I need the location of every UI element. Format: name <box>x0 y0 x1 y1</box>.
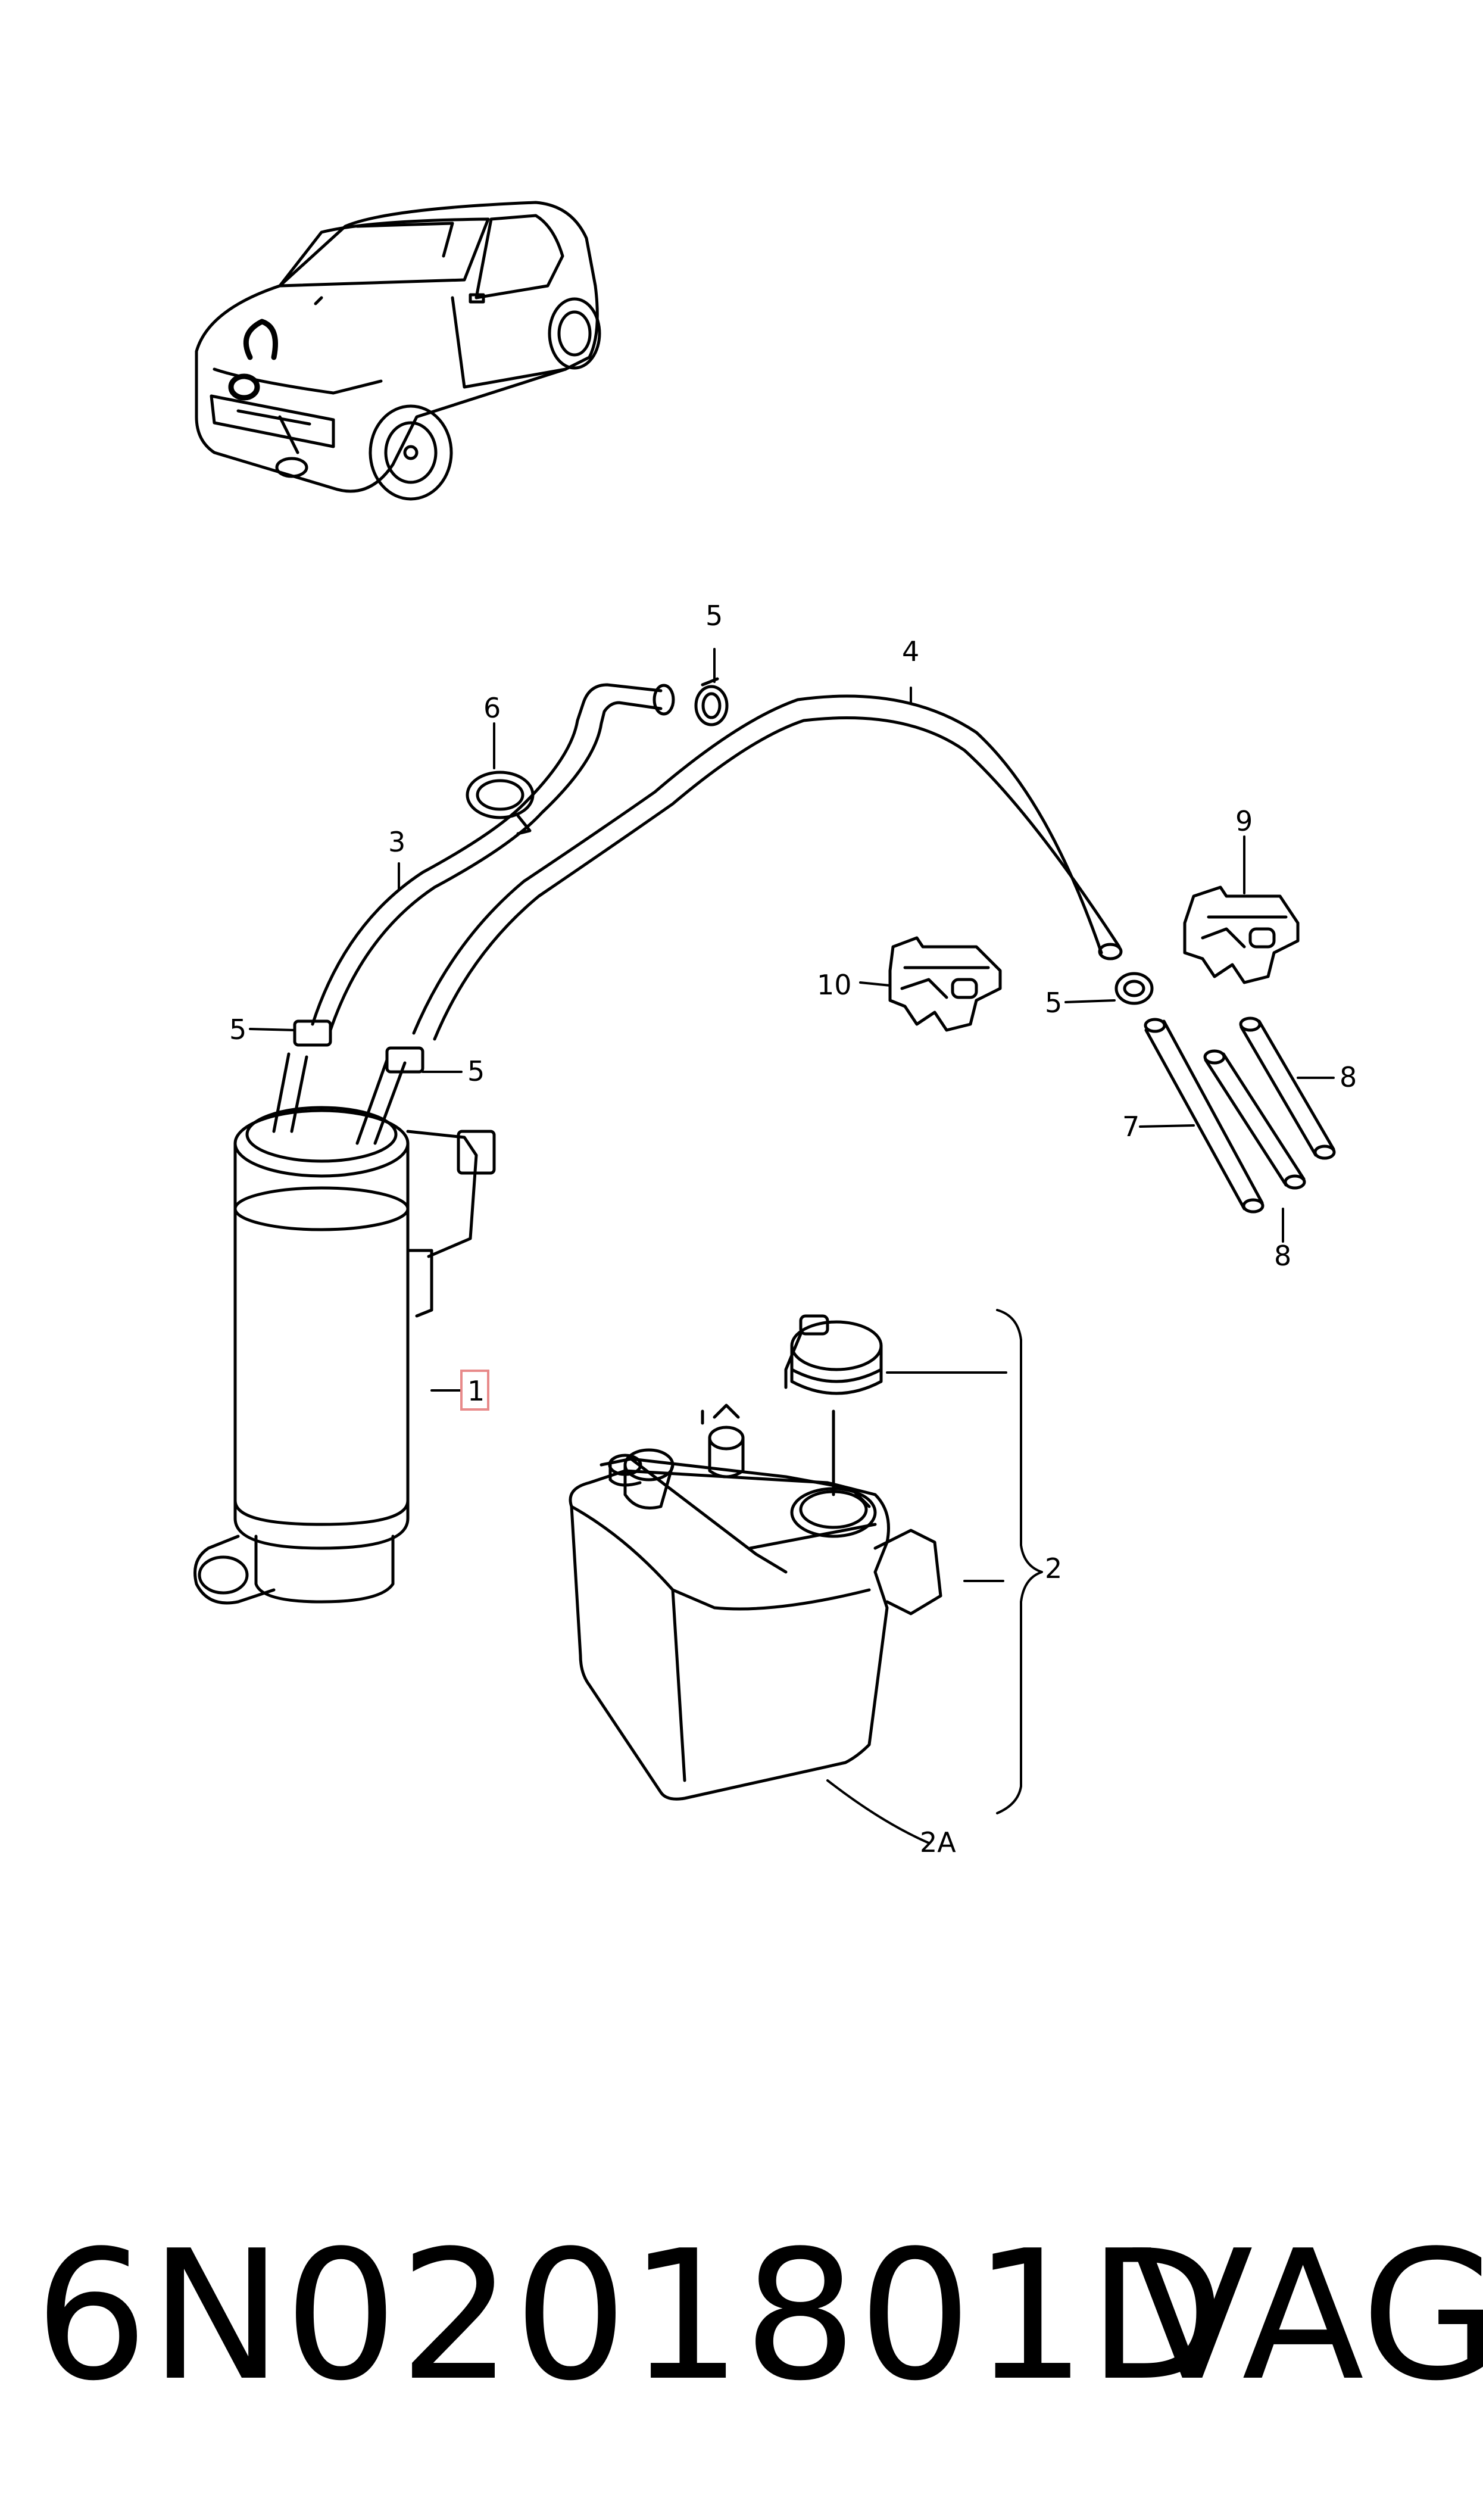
callout-8-right: 8 <box>1340 1061 1357 1093</box>
part-2-reservoir <box>569 1404 942 1801</box>
callout-5-left: 5 <box>229 1013 246 1046</box>
callout-6: 6 <box>483 692 501 724</box>
callout-2a: 2A <box>920 1826 956 1858</box>
callout-5-top: 5 <box>705 600 723 632</box>
parts-7-8-tubes <box>1144 1016 1336 1214</box>
callout-8-bottom: 8 <box>1274 1240 1291 1272</box>
part-6-clip <box>466 771 535 835</box>
callout-1-highlight <box>460 1370 489 1411</box>
part-3-hose <box>311 683 675 1032</box>
part-9-bracket <box>1183 885 1300 984</box>
part-number: 6N0201801D <box>35 2212 1227 2420</box>
callout-1: 1 <box>467 1375 485 1407</box>
part-1-washer-pump <box>193 1019 496 1605</box>
callout-5-right: 5 <box>1045 987 1062 1019</box>
part-2-filler-cap <box>784 1314 883 1496</box>
callout-10: 10 <box>817 969 852 1001</box>
leader-lines <box>249 648 1335 1844</box>
callout-5-mid: 5 <box>467 1055 485 1087</box>
group-2-brace <box>996 1309 1043 1814</box>
callout-2: 2 <box>1045 1552 1062 1585</box>
part-10-bracket <box>888 936 1002 1032</box>
part-4-hose <box>412 694 1123 1041</box>
callout-7: 7 <box>1122 1111 1139 1143</box>
part-5-clips <box>694 677 1154 1005</box>
callout-3: 3 <box>388 826 405 858</box>
callout-labels: 5 4 6 3 9 10 5 5 5 8 7 8 1 2 2A <box>229 600 1357 1858</box>
brand-name: VAG <box>1131 2212 1483 2420</box>
car-illustration <box>195 201 601 501</box>
callout-9: 9 <box>1235 805 1253 837</box>
callout-4: 4 <box>902 635 919 668</box>
